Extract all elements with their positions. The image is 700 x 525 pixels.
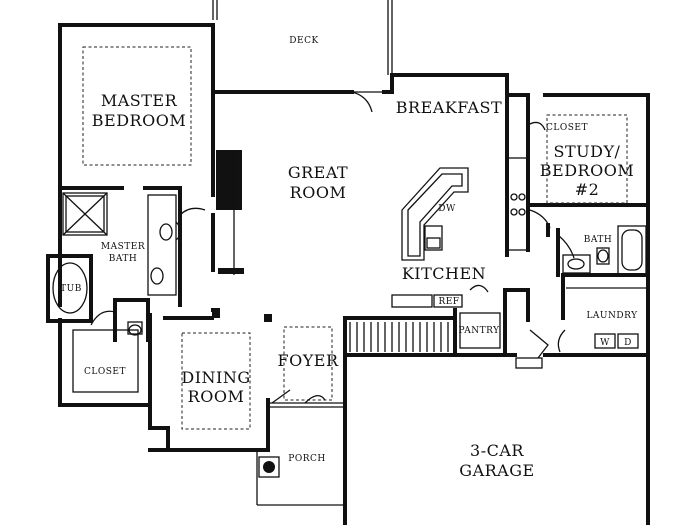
pantry-label: PANTRY — [458, 326, 500, 336]
master-bedroom-walls — [58, 23, 215, 250]
garage-label-1: 3-CAR — [470, 441, 524, 460]
kitchen-label: KITCHEN — [402, 264, 486, 283]
study-bedroom-label-1: STUDY/ — [554, 142, 621, 161]
master-closet-label: CLOSET — [84, 367, 126, 377]
dishwasher-label: DW — [438, 204, 456, 214]
kitchen-island — [401, 167, 469, 261]
dining-room-label-2: ROOM — [188, 387, 245, 406]
great-room-label-2: ROOM — [290, 183, 347, 202]
great-room-label-1: GREAT — [288, 163, 348, 182]
master-closet-walls — [58, 318, 152, 407]
tub-label: TUB — [60, 284, 82, 294]
study-closet-label: CLOSET — [546, 123, 588, 133]
garage-walls — [343, 353, 650, 525]
stairs — [343, 316, 457, 357]
dining-room-label-1: DINING — [181, 368, 250, 387]
foyer-walls — [268, 326, 345, 408]
porch-label: PORCH — [288, 454, 325, 464]
breakfast-label: BREAKFAST — [396, 98, 502, 117]
porch-outline — [256, 450, 345, 506]
deck-outline — [212, 0, 393, 75]
washer-label: W — [600, 338, 610, 348]
garage-label-2: GARAGE — [459, 461, 534, 480]
master-bedroom-label-1: MASTER — [101, 91, 178, 110]
study-bedroom-label-3: #2 — [575, 180, 600, 199]
foyer-label: FOYER — [277, 351, 338, 370]
kitchen-counter — [391, 153, 529, 308]
master-bath-walls — [46, 186, 182, 342]
ref-label: REF — [438, 297, 459, 307]
master-bedroom-label-2: BEDROOM — [92, 111, 186, 130]
dining-room-walls — [148, 313, 270, 452]
study-bedroom-label-2: BEDROOM — [540, 161, 634, 180]
master-bath-label-2: BATH — [109, 254, 137, 264]
dryer-label: D — [624, 338, 632, 348]
laundry-label: LAUNDRY — [586, 311, 638, 321]
master-bath-label-1: MASTER — [101, 242, 145, 252]
deck-label: DECK — [289, 36, 318, 46]
great-room-walls — [179, 73, 509, 322]
bath-label: BATH — [584, 235, 612, 245]
study-walls — [505, 93, 650, 357]
